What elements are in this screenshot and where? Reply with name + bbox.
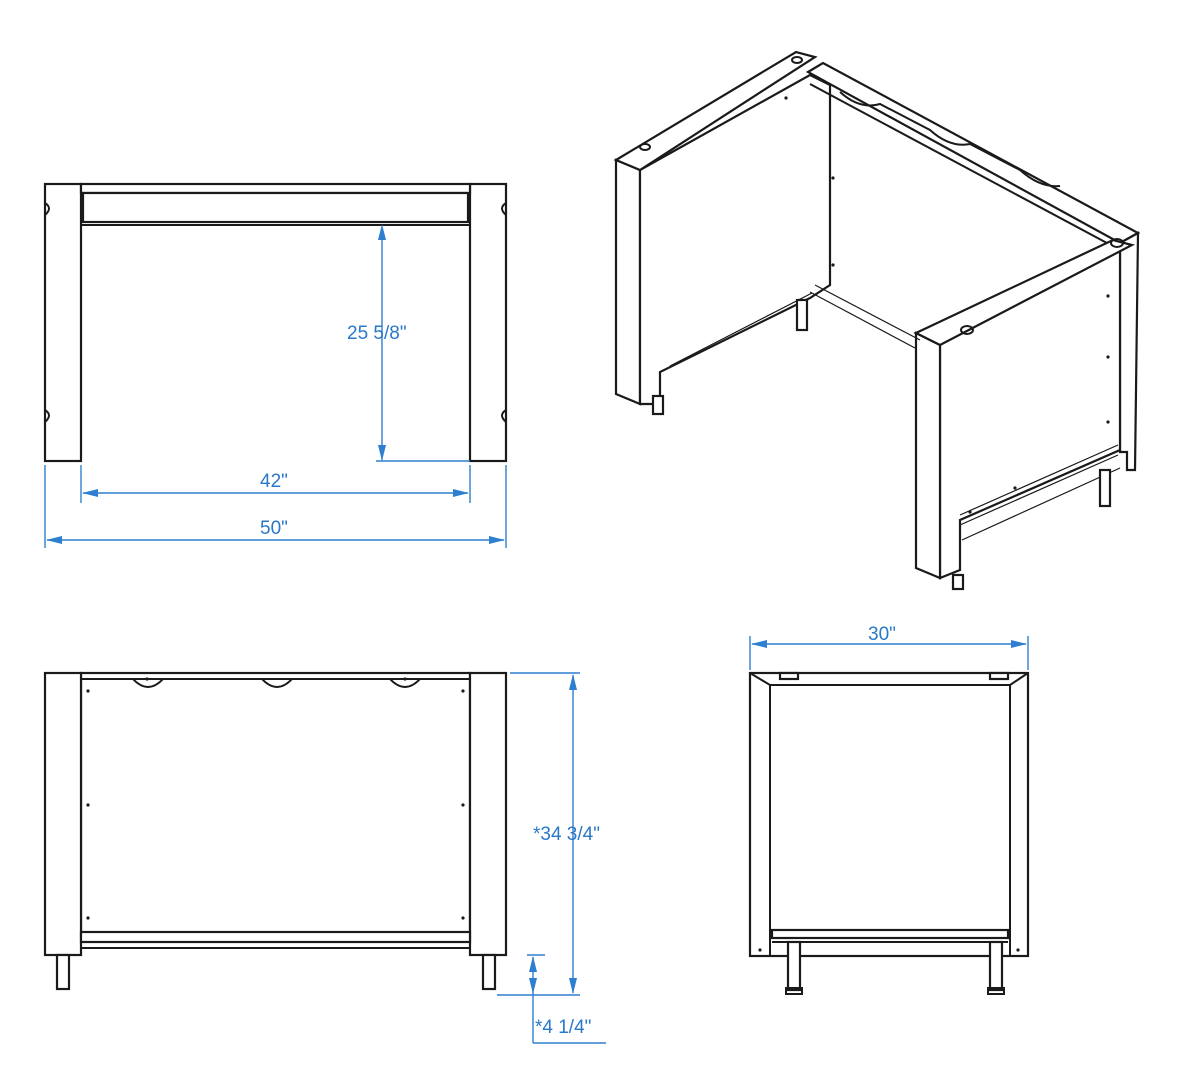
dimension-leg-height-label: *4 1/4" (535, 1017, 591, 1038)
side-view-frame (748, 671, 1030, 958)
side-view-clip (988, 671, 1010, 681)
top-view-left-post (43, 182, 83, 463)
top-hole (639, 143, 651, 151)
front-view-shelf (79, 930, 472, 944)
dimension-inner-height-label: 25 5/8" (347, 323, 407, 344)
top-view-top-rail (81, 191, 470, 224)
side-view-clip (778, 671, 800, 681)
front-view-left-post (43, 671, 83, 957)
side-view (748, 671, 1030, 995)
dimension-inner-height: 25 5/8" (347, 224, 470, 462)
leg (481, 953, 497, 991)
dimension-inner-width-label: 42" (260, 471, 288, 492)
iso-right-top (913, 238, 1136, 347)
iso-back-rail (805, 61, 1141, 245)
dimension-leg-height: *4 1/4" (527, 954, 606, 1044)
notch (44, 202, 50, 216)
dimension-overall-width-label: 50" (260, 518, 288, 539)
leg (951, 573, 965, 591)
dimension-overall-height-label: *34 3/4" (533, 824, 600, 845)
top-view (43, 182, 508, 463)
iso-right-post-front (914, 331, 942, 580)
dimension-inner-width: 42" (80, 465, 471, 503)
front-view (43, 671, 508, 991)
dimension-depth: 30" (749, 624, 1029, 670)
leg (651, 394, 665, 416)
iso-rail-cutouts (839, 91, 1061, 188)
front-view-right-post (468, 671, 508, 957)
iso-left-post-front (614, 158, 642, 406)
leg (988, 940, 1004, 992)
iso-left-panel (638, 73, 832, 406)
notch (44, 409, 50, 423)
notch (501, 202, 507, 216)
dimension-overall-width: 50" (44, 465, 507, 548)
front-view-back-panel (79, 671, 472, 935)
top-view-right-post (468, 182, 508, 463)
leg (795, 298, 809, 332)
leg (55, 953, 71, 991)
isometric-view (613, 50, 1141, 591)
dimension-depth-label: 30" (868, 624, 896, 645)
top-view-back-rail (79, 182, 472, 195)
leg (1098, 468, 1112, 508)
iso-left-top (613, 50, 818, 172)
iso-right-back-post (1118, 231, 1140, 472)
top-hole (1110, 238, 1124, 248)
dimension-overall-height: *34 3/4" (497, 672, 600, 996)
leg (786, 940, 802, 992)
top-hole (791, 56, 803, 64)
notch (501, 409, 507, 423)
side-view-shelf (770, 928, 1010, 940)
front-view-cutouts (132, 678, 421, 688)
top-hole (960, 325, 974, 335)
